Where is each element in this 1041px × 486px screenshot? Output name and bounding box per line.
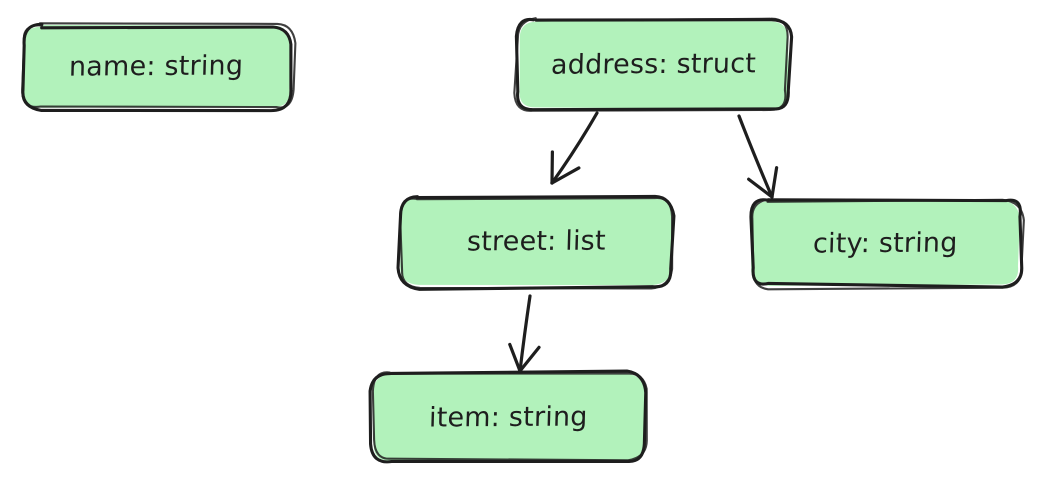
node-item[interactable]: item: string [372,373,645,462]
node-label: name: string [68,50,245,83]
edge-street-item-head [508,342,522,373]
edge-street-item-shaft [518,294,532,373]
node-label: address: struct [551,48,757,81]
node-label: street: list [466,225,606,257]
edge-street-item-head [518,345,541,373]
node-label: city: string [812,226,958,260]
node-name[interactable]: name: string [22,25,291,108]
edge-address-city-head [747,177,774,199]
node-city[interactable]: city: string [750,200,1020,286]
node-street[interactable]: street: list [400,197,672,285]
edge-address-street-head [550,166,581,185]
edge-address-city-head [770,166,779,199]
node-address[interactable]: address: struct [518,20,790,109]
edge-address-street-shaft [550,111,599,185]
edge-address-city-shaft [737,114,774,199]
node-label: item: string [428,401,589,434]
